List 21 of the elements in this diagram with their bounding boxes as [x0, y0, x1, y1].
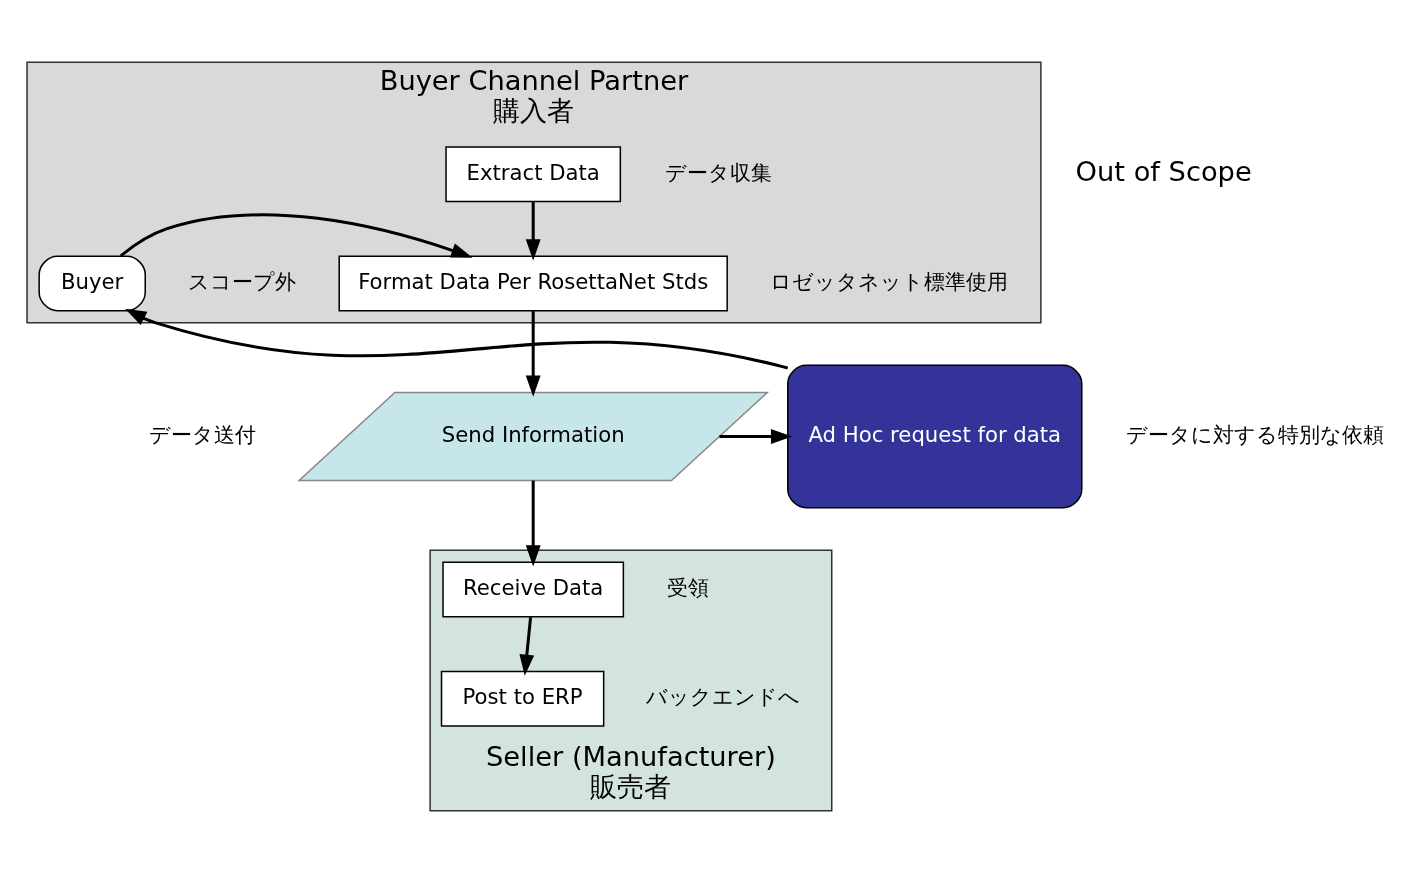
node-box: Format Data Per RosettaNet Stds — [338, 255, 728, 312]
arrow — [519, 617, 535, 676]
node-box: Receive Data — [442, 561, 625, 618]
node-label: 受領 — [666, 575, 709, 601]
arrow — [525, 480, 541, 567]
node-label: データ送付 — [149, 422, 257, 448]
node-label: ロゼッタネット標準使用 — [770, 269, 1009, 295]
arrow — [125, 308, 789, 370]
label: Out of Scope — [1075, 156, 1252, 187]
arrow — [525, 311, 541, 397]
node-box: Buyer — [38, 255, 146, 312]
arrow — [525, 202, 541, 261]
node-box: Extract Data — [445, 146, 622, 203]
arrow — [119, 213, 473, 258]
arrow — [719, 429, 793, 444]
node-box: Ad Hoc request for data — [787, 364, 1083, 509]
node-label: データ収集 — [664, 159, 772, 185]
node-label: スコープ外 — [188, 269, 297, 295]
node-label: バックエンドへ — [645, 684, 800, 710]
node-label: データに対する特別な依頼 — [1125, 422, 1384, 448]
node-box: Post to ERP — [440, 670, 605, 727]
